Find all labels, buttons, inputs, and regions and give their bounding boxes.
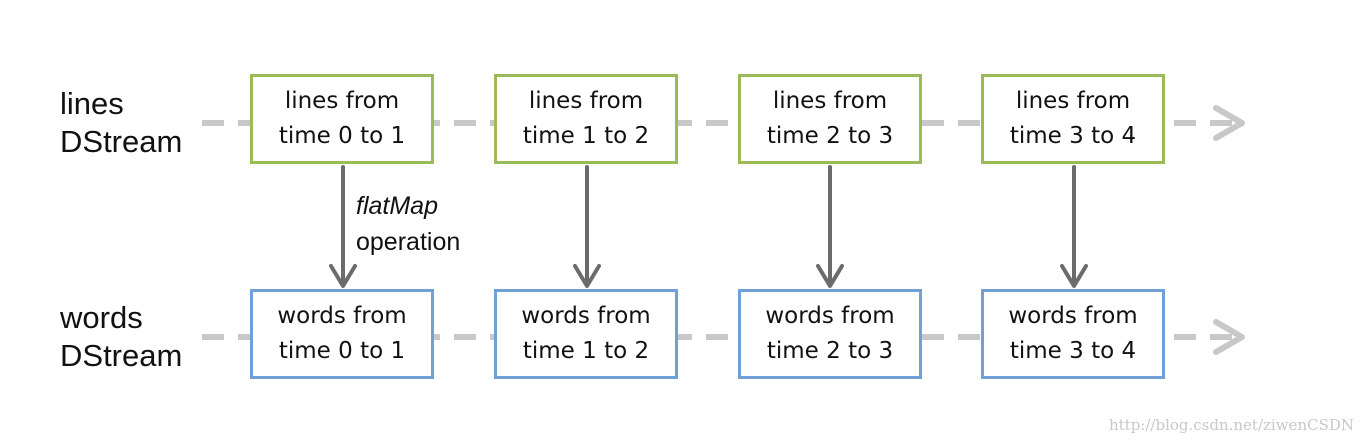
lines-box-0-line2: time 0 to 1 xyxy=(278,123,406,149)
words-box-1: words from time 1 to 2 xyxy=(494,289,678,379)
words-box-1-line2: time 1 to 2 xyxy=(522,338,650,364)
lines-box-2: lines from time 2 to 3 xyxy=(738,74,922,164)
lines-box-1: lines from time 1 to 2 xyxy=(494,74,678,164)
watermark: http://blog.csdn.net/ziwenCSDN xyxy=(1108,416,1354,434)
flatmap-operation-label: flatMap operation xyxy=(356,188,460,260)
lines-box-3: lines from time 3 to 4 xyxy=(981,74,1165,164)
words-box-2-line1: words from xyxy=(765,303,895,329)
lines-box-1-line1: lines from xyxy=(528,88,644,114)
words-box-3-line1: words from xyxy=(1008,303,1138,329)
lines-box-2-line2: time 2 to 3 xyxy=(766,123,894,149)
words-box-3: words from time 3 to 4 xyxy=(981,289,1165,379)
words-box-2-line2: time 2 to 3 xyxy=(766,338,894,364)
words-box-1-line1: words from xyxy=(521,303,651,329)
words-timeline-arrowhead xyxy=(1213,319,1245,355)
lines-box-1-line2: time 1 to 2 xyxy=(522,123,650,149)
words-box-2: words from time 2 to 3 xyxy=(738,289,922,379)
words-box-0-line2: time 0 to 1 xyxy=(278,338,406,364)
lines-box-0-line1: lines from xyxy=(284,88,400,114)
lines-box-2-line1: lines from xyxy=(772,88,888,114)
lines-label-line1: lines xyxy=(60,86,124,121)
lines-dstream-label: lines DStream xyxy=(60,85,182,161)
lines-box-3-line2: time 3 to 4 xyxy=(1009,123,1137,149)
flatmap-arrow-3 xyxy=(1060,165,1088,288)
lines-timeline-arrowhead xyxy=(1213,105,1245,141)
lines-box-0: lines from time 0 to 1 xyxy=(250,74,434,164)
lines-label-line2: DStream xyxy=(60,124,183,159)
flatmap-arrow-2 xyxy=(816,165,844,288)
words-label-line1: words xyxy=(60,300,143,335)
operation-word: operation xyxy=(356,228,461,256)
words-box-3-line2: time 3 to 4 xyxy=(1009,338,1137,364)
words-timeline xyxy=(202,319,1245,355)
words-dstream-label: words DStream xyxy=(60,299,182,375)
lines-box-3-line1: lines from xyxy=(1015,88,1131,114)
flatmap-arrow-0 xyxy=(329,165,357,288)
operation-name: flatMap xyxy=(356,192,438,220)
words-box-0-line1: words from xyxy=(277,303,407,329)
words-box-0: words from time 0 to 1 xyxy=(250,289,434,379)
flatmap-arrow-1 xyxy=(573,165,601,288)
words-label-line2: DStream xyxy=(60,338,183,373)
lines-timeline xyxy=(202,105,1245,141)
